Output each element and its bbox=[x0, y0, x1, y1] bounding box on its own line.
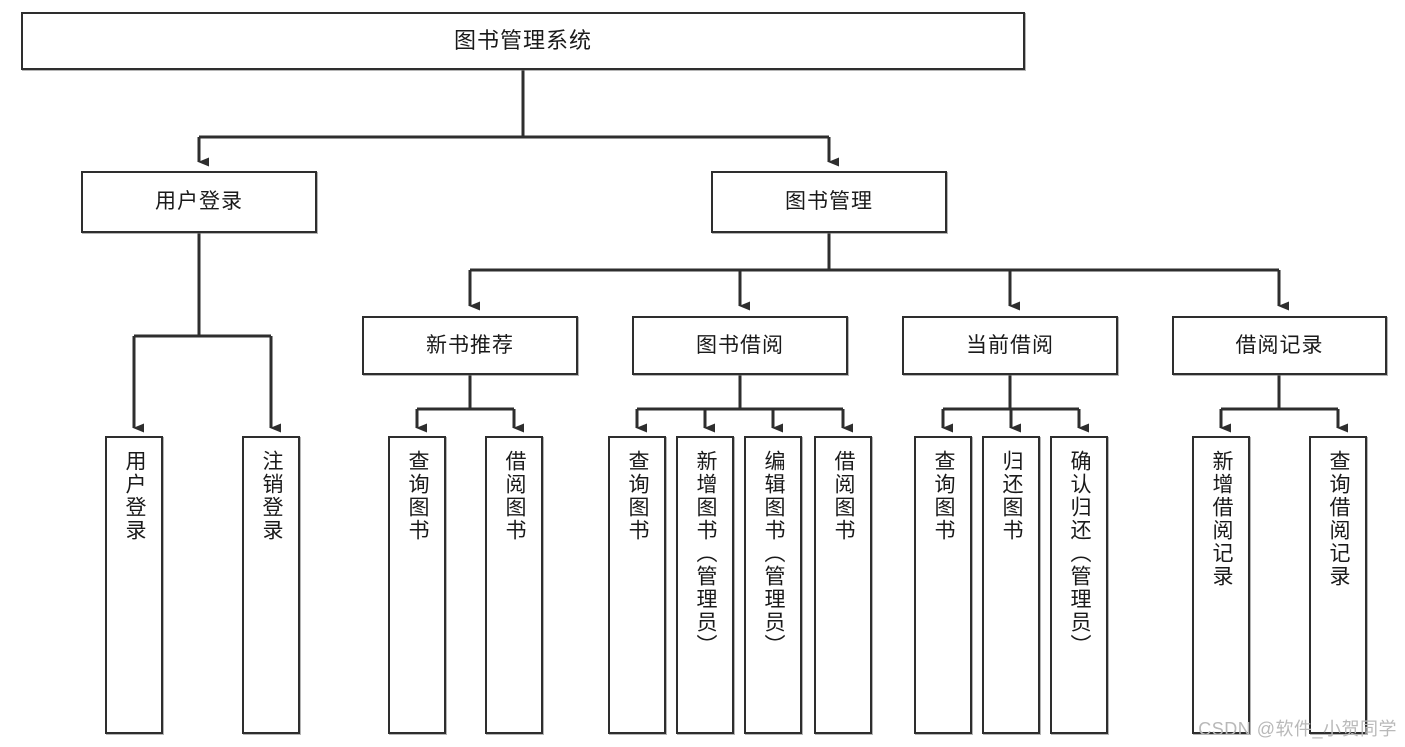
node-user-login[interactable]: 用户登录 bbox=[81, 171, 317, 233]
node-leaf-user-login-label: 用户登录 bbox=[123, 450, 147, 542]
node-book-borrow-label: 图书借阅 bbox=[696, 333, 784, 357]
node-leaf-query-book-2[interactable]: 查询图书 bbox=[608, 436, 666, 734]
node-leaf-confirm-return[interactable]: 确认归还（管理员） bbox=[1050, 436, 1108, 734]
node-root-label: 图书管理系统 bbox=[453, 27, 592, 53]
node-leaf-add-record-label: 新增借阅记录 bbox=[1210, 450, 1234, 588]
node-leaf-borrow-book-2-label: 借阅图书 bbox=[832, 450, 856, 542]
node-leaf-return-book[interactable]: 归还图书 bbox=[982, 436, 1040, 734]
node-leaf-edit-book-label: 编辑图书（管理员） bbox=[762, 450, 786, 657]
node-leaf-query-book-3-label: 查询图书 bbox=[932, 450, 956, 542]
node-book-manage-label: 图书管理 bbox=[785, 190, 873, 214]
node-leaf-confirm-return-label: 确认归还（管理员） bbox=[1068, 450, 1092, 657]
node-book-manage[interactable]: 图书管理 bbox=[711, 171, 947, 233]
node-leaf-add-record[interactable]: 新增借阅记录 bbox=[1192, 436, 1250, 734]
node-leaf-query-book-1-label: 查询图书 bbox=[406, 450, 430, 542]
node-root[interactable]: 图书管理系统 bbox=[21, 12, 1025, 70]
node-leaf-query-book-3[interactable]: 查询图书 bbox=[914, 436, 972, 734]
node-leaf-return-book-label: 归还图书 bbox=[1000, 450, 1024, 542]
node-leaf-edit-book[interactable]: 编辑图书（管理员） bbox=[744, 436, 802, 734]
node-leaf-borrow-book-2[interactable]: 借阅图书 bbox=[814, 436, 872, 734]
node-leaf-logout[interactable]: 注销登录 bbox=[242, 436, 300, 734]
node-borrow-record-label: 借阅记录 bbox=[1235, 333, 1324, 357]
node-book-borrow[interactable]: 图书借阅 bbox=[632, 316, 848, 375]
node-user-login-label: 用户登录 bbox=[155, 190, 243, 214]
node-leaf-query-record-label: 查询借阅记录 bbox=[1327, 450, 1351, 588]
node-leaf-borrow-book-1-label: 借阅图书 bbox=[503, 450, 527, 542]
node-current-borrow[interactable]: 当前借阅 bbox=[902, 316, 1118, 375]
node-leaf-borrow-book-1[interactable]: 借阅图书 bbox=[485, 436, 543, 734]
node-leaf-user-login[interactable]: 用户登录 bbox=[105, 436, 163, 734]
node-leaf-query-record[interactable]: 查询借阅记录 bbox=[1309, 436, 1367, 734]
node-new-book-rec[interactable]: 新书推荐 bbox=[362, 316, 578, 375]
node-borrow-record[interactable]: 借阅记录 bbox=[1172, 316, 1387, 375]
node-leaf-add-book[interactable]: 新增图书（管理员） bbox=[676, 436, 734, 734]
node-leaf-add-book-label: 新增图书（管理员） bbox=[694, 450, 718, 657]
watermark: CSDN @软件_小贺同学 bbox=[1198, 719, 1397, 739]
node-leaf-logout-label: 注销登录 bbox=[260, 450, 284, 542]
node-new-book-rec-label: 新书推荐 bbox=[426, 333, 514, 357]
node-leaf-query-book-2-label: 查询图书 bbox=[626, 450, 650, 542]
node-current-borrow-label: 当前借阅 bbox=[966, 333, 1054, 357]
node-leaf-query-book-1[interactable]: 查询图书 bbox=[388, 436, 446, 734]
